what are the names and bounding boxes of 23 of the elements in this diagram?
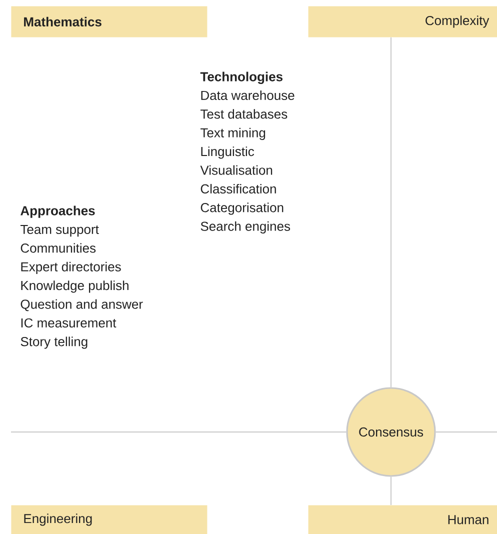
heading: Approaches [20, 206, 95, 218]
heading: Technologies [200, 72, 282, 84]
list-item: Data warehouse [201, 90, 294, 100]
list-item: Search engines [200, 221, 290, 234]
label-box: Mathematics [11, 6, 208, 38]
list-item: Story telling [20, 336, 88, 349]
list-item: Visualisation [200, 165, 272, 175]
list-item: Communities [20, 243, 96, 253]
label-box: Human [308, 505, 497, 534]
list-item: Question and answer [20, 299, 143, 312]
list-item: Knowledge publish [21, 280, 128, 293]
connector-line [390, 476, 392, 506]
list-item: Team support [20, 224, 99, 237]
list-item: Text mining [200, 128, 266, 140]
list-item: Linguistic [201, 146, 254, 159]
list-item: Classification [200, 184, 276, 194]
list-item: Categorisation [200, 202, 284, 215]
connector-line [390, 36, 392, 388]
list-item: IC measurement [21, 318, 116, 328]
list-item: Test databases [200, 109, 288, 119]
label-box: Engineering [11, 505, 208, 534]
list-item: Expert directories [21, 262, 121, 274]
label-box: Complexity [308, 6, 497, 38]
